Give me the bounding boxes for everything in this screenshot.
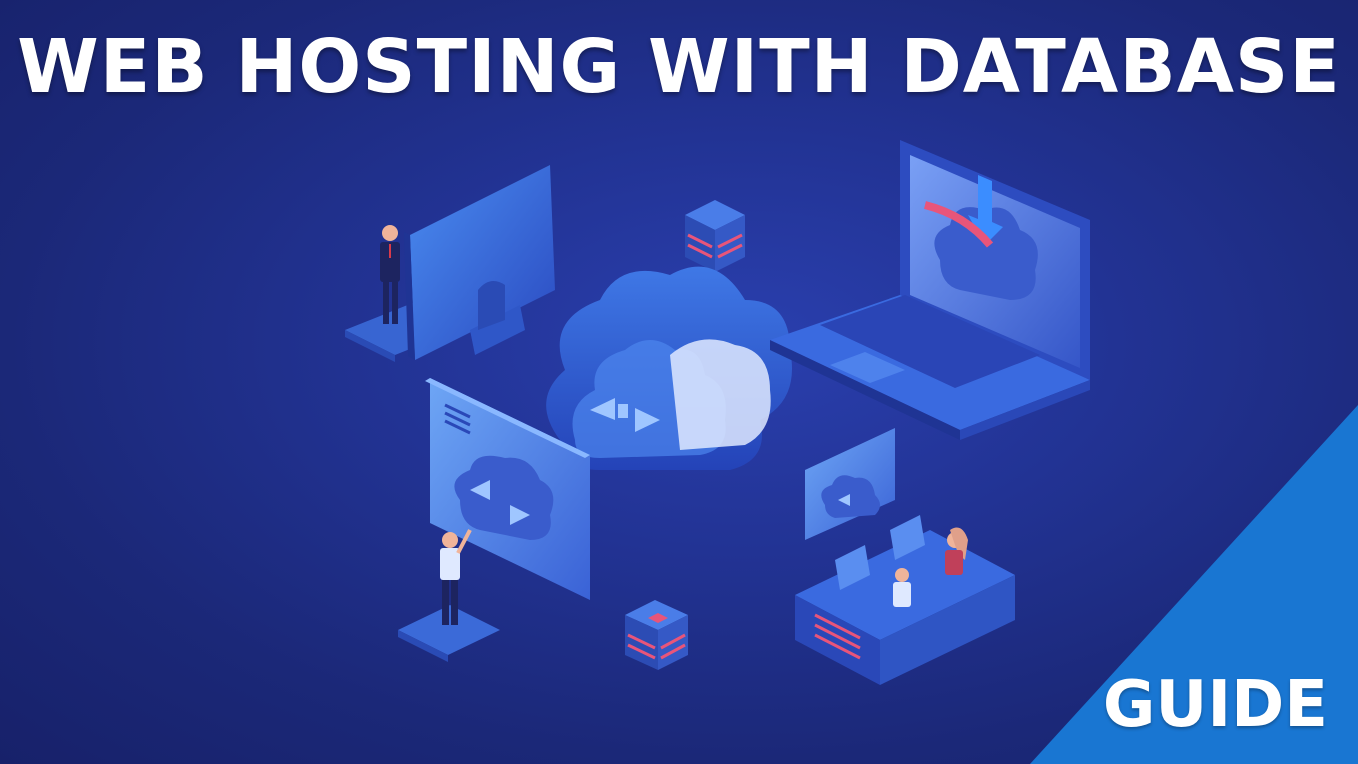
person-pointing-figure [398,529,500,662]
desktop-monitor-icon [345,165,555,362]
database-icon [685,200,745,272]
workstation-with-people [795,515,1015,685]
businessman-figure [380,225,400,324]
cloud-screen-icon [805,428,895,540]
database-icon [625,600,688,670]
laptop-icon [770,140,1090,440]
cloud-screen-icon [425,378,590,600]
page-title: WEB HOSTING WITH DATABASE [17,24,1341,110]
badge-label: GUIDE [1102,668,1328,742]
cloud-icon [546,266,792,470]
